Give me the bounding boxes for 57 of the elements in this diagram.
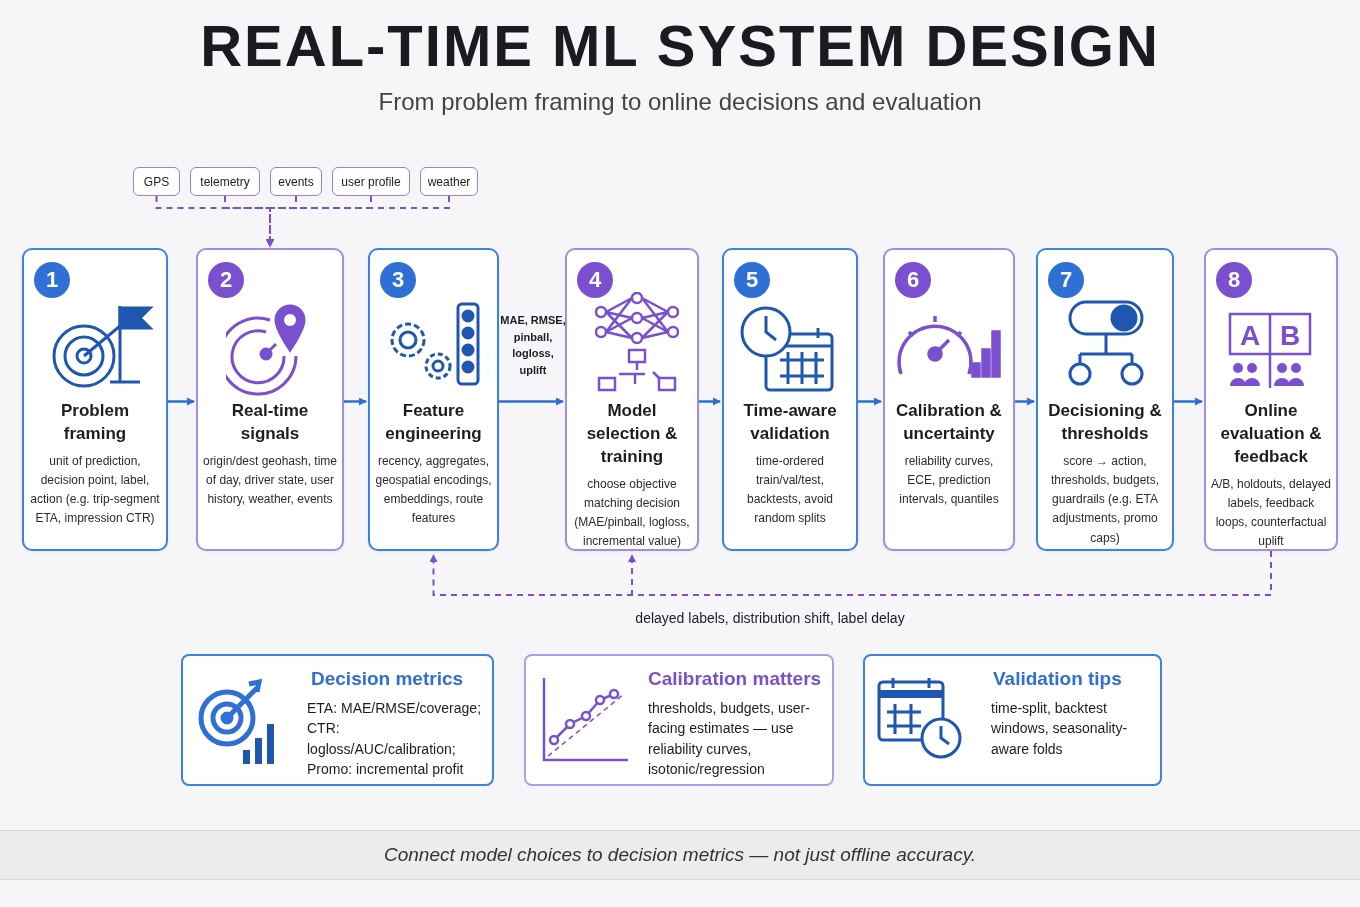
step-number: 4 — [577, 262, 613, 298]
step-number: 6 — [895, 262, 931, 298]
stage-title: Real-time signals — [230, 400, 310, 445]
stage-title: Feature engineering — [384, 400, 483, 445]
stage-title: Online evaluation & feedback — [1219, 400, 1323, 468]
stage-description: origin/dest geohash, time of day, driver state, user history, weather, events — [202, 452, 338, 509]
step-number: 5 — [734, 262, 770, 298]
source-chip: GPS — [133, 167, 180, 196]
stage-card — [565, 248, 699, 551]
source-chip: weather — [420, 167, 478, 196]
stage-title: Time-aware validation — [742, 400, 838, 445]
stage-title: Problem framing — [60, 400, 130, 445]
caption: Connect model choices to decision metrics — not just offline accuracy. — [382, 844, 978, 866]
stage-description: score → action, thresholds, budgets, guardrails (e.g. ETA adjustments, promo caps) — [1049, 452, 1161, 547]
stage-card — [722, 248, 858, 551]
card-description: ETA: MAE/RMSE/coverage; CTR: logloss/AUC/calibration; Promo: incremental profit — [307, 699, 482, 779]
stage-description: recency, aggregates, geospatial encodings, embeddings, route features — [374, 452, 493, 528]
stage-title: Model selection & training — [585, 400, 679, 468]
card-description: time-split, backtest windows, seasonality-aware folds — [991, 699, 1129, 759]
step-number: 3 — [380, 262, 416, 298]
step-number: 1 — [34, 262, 70, 298]
arrow — [266, 195, 450, 247]
tip-card — [863, 654, 1162, 786]
card-description: thresholds, budgets, user-facing estimates — use reliability curves, isotonic/regression — [648, 699, 811, 779]
stage-card — [368, 248, 499, 551]
title: REAL-TIME ML SYSTEM DESIGN — [199, 12, 1161, 79]
stage-card — [883, 248, 1015, 551]
stage-card — [1036, 248, 1174, 551]
stage-title: Decisioning & thresholds — [1047, 400, 1163, 445]
arrow — [344, 397, 367, 406]
stage-description: choose objective matching decision (MAE/pinball, logloss, incremental value) — [573, 475, 691, 551]
source-chip: telemetry — [190, 167, 260, 196]
arrow — [1174, 397, 1203, 406]
stage-card — [196, 248, 344, 551]
source-chip: user profile — [332, 167, 410, 196]
stage-description: A/B, holdouts, delayed labels, feedback loops, counterfactual uplift — [1210, 475, 1332, 551]
tip-card — [181, 654, 494, 786]
subtitle: From problem framing to online decisions and evaluation — [377, 88, 983, 116]
step-number: 8 — [1216, 262, 1252, 298]
step-number: 2 — [208, 262, 244, 298]
stage-card — [22, 248, 168, 551]
stage-description: time-ordered train/val/test, backtests, avoid random splits — [745, 452, 834, 528]
card-title: Decision metrics — [311, 668, 465, 690]
step-number: 7 — [1048, 262, 1084, 298]
card-title: Validation tips — [993, 668, 1123, 690]
arrow — [699, 397, 721, 406]
stage-title: Calibration & uncertainty — [895, 400, 1003, 445]
arrow — [1015, 397, 1035, 406]
tip-card — [524, 654, 834, 786]
source-chip: events — [270, 167, 322, 196]
stage-description: reliability curves, ECE, prediction intervals, quantiles — [898, 452, 1000, 509]
card-title: Calibration matters — [648, 668, 822, 690]
stage-description: unit of prediction, decision point, label, action (e.g. trip-segment ETA, impression CTR) — [29, 452, 161, 528]
arrow — [858, 397, 882, 406]
stage-card — [1204, 248, 1338, 551]
arrow — [168, 397, 195, 406]
arrow — [499, 397, 564, 406]
